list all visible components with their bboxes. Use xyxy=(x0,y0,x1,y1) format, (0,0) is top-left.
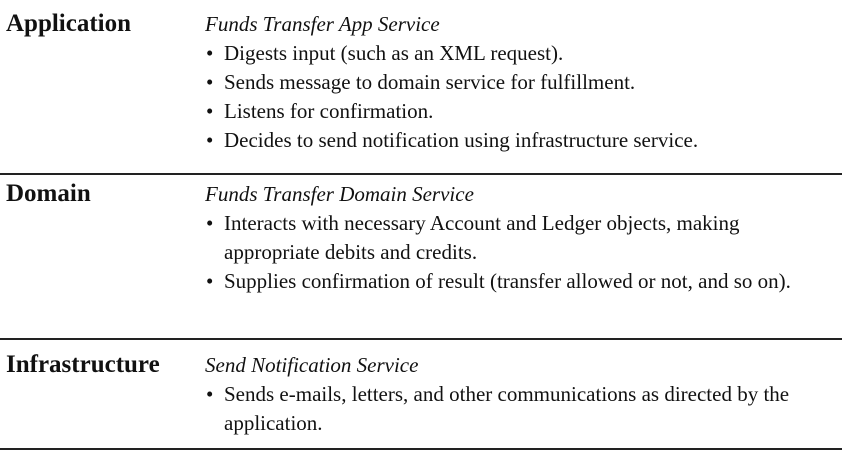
list-item-text: Listens for confirmation. xyxy=(224,99,434,123)
bullet-icon: • xyxy=(206,269,214,293)
layer-description: Funds Transfer App Service • Digests inpu… xyxy=(205,10,838,155)
bullet-icon: • xyxy=(206,211,214,235)
bullet-icon: • xyxy=(206,99,214,123)
bullet-icon: • xyxy=(206,382,214,406)
service-name: Send Notification Service xyxy=(205,353,419,377)
table-bottom-rule xyxy=(0,448,842,450)
list-item: • Sends e-mails, letters, and other commu… xyxy=(205,380,838,438)
list-item: • Supplies confirmation of result (transf… xyxy=(205,267,838,296)
row-divider xyxy=(0,173,842,175)
list-item-text: Sends e-mails, letters, and other commun… xyxy=(224,382,790,435)
service-name: Funds Transfer Domain Service xyxy=(205,182,474,206)
bullet-icon: • xyxy=(206,128,214,152)
list-item-text: Digests input (such as an XML request). xyxy=(224,41,564,65)
list-item-text: Sends message to domain service for fulf… xyxy=(224,70,636,94)
list-item: • Decides to send notification using infr… xyxy=(205,126,838,155)
bullet-icon: • xyxy=(206,70,214,94)
list-item: • Listens for confirmation. xyxy=(205,97,838,126)
layer-name: Application xyxy=(6,10,132,37)
layer-description: Funds Transfer Domain Service • Interacts… xyxy=(205,180,838,296)
list-item: • Interacts with necessary Account and Le… xyxy=(205,209,838,267)
responsibility-list: • Digests input (such as an XML request).… xyxy=(205,39,838,155)
list-item-text: Interacts with necessary Account and Led… xyxy=(224,211,740,264)
list-item-text: Decides to send notification using infra… xyxy=(224,128,699,152)
list-item: • Digests input (such as an XML request). xyxy=(205,39,838,68)
bullet-icon: • xyxy=(206,41,214,65)
responsibility-list: • Sends e-mails, letters, and other commu… xyxy=(205,380,838,438)
layer-description: Send Notification Service • Sends e-mails… xyxy=(205,351,838,438)
service-name: Funds Transfer App Service xyxy=(205,12,440,36)
responsibility-list: • Interacts with necessary Account and Le… xyxy=(205,209,838,296)
layer-name: Infrastructure xyxy=(6,351,160,378)
list-item-text: Supplies confirmation of result (transfe… xyxy=(224,269,791,293)
list-item: • Sends message to domain service for ful… xyxy=(205,68,838,97)
row-divider xyxy=(0,338,842,340)
layer-name: Domain xyxy=(6,180,91,207)
